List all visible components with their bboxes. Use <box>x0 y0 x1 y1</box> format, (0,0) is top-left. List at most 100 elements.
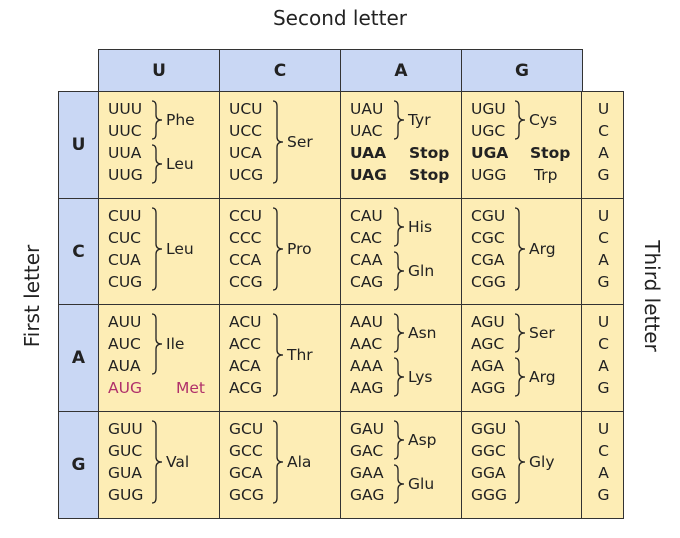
amino-acid-glu: Glu <box>408 475 435 493</box>
codon-acc: ACC <box>229 335 261 353</box>
codon-ugc: UGC <box>471 122 506 140</box>
third-letter-c: C <box>598 122 609 140</box>
brace-icon <box>393 464 405 508</box>
codon-cga: CGA <box>471 251 505 269</box>
codon-uaa: UAA <box>350 144 387 162</box>
brace-icon <box>514 100 526 144</box>
codon-ucg: UCG <box>229 166 264 184</box>
third-letter-g: G <box>597 379 610 397</box>
codon-agc: AGC <box>471 335 505 353</box>
codon-cac: CAC <box>350 229 382 247</box>
codon-auu: AUU <box>108 313 142 331</box>
amino-acid-his: His <box>408 218 433 236</box>
third-letter-g: G <box>597 273 610 291</box>
codon-gga: GGA <box>471 464 506 482</box>
amino-acid-cys: Cys <box>529 111 558 129</box>
third-letter-u: U <box>597 207 610 225</box>
codon-aag: AAG <box>350 379 384 397</box>
second-letter-header-u: U <box>98 49 220 92</box>
third-letter-g: G <box>597 166 610 184</box>
codon-uua: UUA <box>108 144 142 162</box>
amino-acid-val: Val <box>166 453 190 471</box>
amino-acid-ala: Ala <box>287 453 312 471</box>
amino-acid-stop: Stop <box>530 144 571 162</box>
codon-ccc: CCC <box>229 229 262 247</box>
codon-cuu: CUU <box>108 207 142 225</box>
codon-gug: GUG <box>108 486 144 504</box>
brace-icon <box>514 357 526 401</box>
codon-gaa: GAA <box>350 464 384 482</box>
amino-acid-asp: Asp <box>408 431 437 449</box>
amino-acid-met: Met <box>176 379 205 397</box>
codon-auc: AUC <box>108 335 141 353</box>
amino-acid-arg: Arg <box>529 240 556 258</box>
third-letter-c: C <box>598 335 609 353</box>
amino-acid-phe: Phe <box>166 111 195 129</box>
first-letter-header-u: U <box>58 91 99 199</box>
amino-acid-pro: Pro <box>287 240 312 258</box>
third-letter-g: G <box>597 486 610 504</box>
codon-uug: UUG <box>108 166 143 184</box>
codon-cag: CAG <box>350 273 384 291</box>
brace-icon <box>272 100 284 188</box>
amino-acid-stop: Stop <box>409 144 450 162</box>
codon-cgg: CGG <box>471 273 506 291</box>
codon-cua: CUA <box>108 251 141 269</box>
third-letter-c: C <box>598 442 609 460</box>
codon-gua: GUA <box>108 464 142 482</box>
codon-uac: UAC <box>350 122 383 140</box>
codon-guu: GUU <box>108 420 143 438</box>
codon-gcg: GCG <box>229 486 264 504</box>
brace-icon <box>272 313 284 401</box>
codon-cau: CAU <box>350 207 383 225</box>
brace-icon <box>393 420 405 464</box>
codon-caa: CAA <box>350 251 383 269</box>
third-letter-title: Third letter <box>640 240 664 352</box>
codon-gca: GCA <box>229 464 263 482</box>
codon-gag: GAG <box>350 486 385 504</box>
codon-acu: ACU <box>229 313 262 331</box>
first-letter-header-c: C <box>58 198 99 306</box>
third-letter-a: A <box>598 357 609 375</box>
codon-aua: AUA <box>108 357 141 375</box>
codon-uca: UCA <box>229 144 262 162</box>
codon-uag: UAG <box>350 166 387 184</box>
third-letter-u: U <box>597 420 610 438</box>
codon-gcu: GCU <box>229 420 264 438</box>
amino-acid-ile: Ile <box>166 335 185 353</box>
third-letter-a: A <box>598 144 609 162</box>
codon-cgu: CGU <box>471 207 506 225</box>
amino-acid-ser: Ser <box>529 324 555 342</box>
second-letter-header-a: A <box>340 49 462 92</box>
first-letter-title: First letter <box>20 244 44 348</box>
codon-agg: AGG <box>471 379 506 397</box>
second-letter-title: Second letter <box>272 6 408 30</box>
codon-cca: CCA <box>229 251 262 269</box>
amino-acid-tyr: Tyr <box>408 111 431 129</box>
second-letter-header-g: G <box>461 49 583 92</box>
amino-acid-leu: Leu <box>166 240 194 258</box>
codon-ccu: CCU <box>229 207 262 225</box>
third-letter-u: U <box>597 313 610 331</box>
brace-icon <box>151 420 163 508</box>
brace-icon <box>272 207 284 295</box>
brace-icon <box>393 357 405 401</box>
second-letter-header-c: C <box>219 49 341 92</box>
brace-icon <box>272 420 284 508</box>
codon-uuc: UUC <box>108 122 142 140</box>
codon-aaa: AAA <box>350 357 383 375</box>
amino-acid-trp: Trp <box>534 166 558 184</box>
amino-acid-stop: Stop <box>409 166 450 184</box>
brace-icon <box>151 100 163 144</box>
